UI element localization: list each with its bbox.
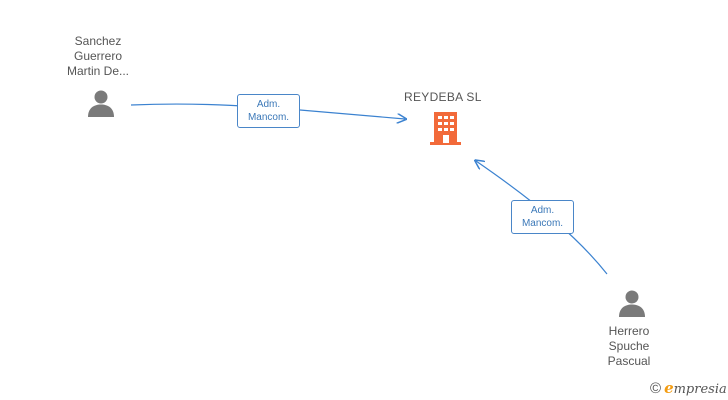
copyright-symbol: © [650,379,662,397]
brand-name: empresia [664,379,727,397]
relation-label-2[interactable]: Adm. Mancom. [511,200,574,234]
brand-watermark: © empresia [650,379,727,397]
building-icon[interactable] [429,111,462,146]
relation-label-1[interactable]: Adm. Mancom. [237,94,300,128]
person-name-herrero[interactable]: Herrero Spuche Pascual [607,324,651,368]
person-name-sanchez[interactable]: Sanchez Guerrero Martin De... [66,34,129,78]
person-icon[interactable] [617,288,647,318]
person-icon[interactable] [86,88,116,118]
company-name[interactable]: REYDEBA SL [404,90,482,104]
